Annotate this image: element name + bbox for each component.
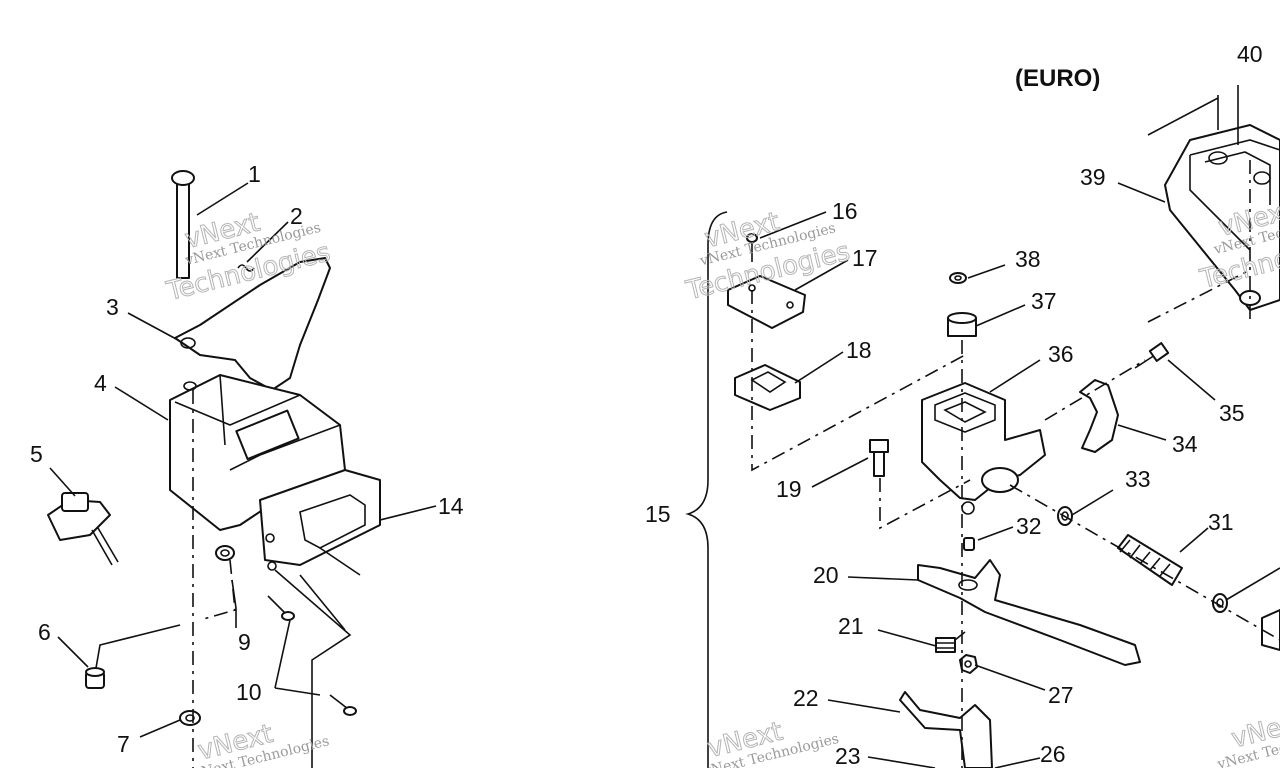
callout-19: 19	[776, 476, 802, 502]
callout-3: 3	[106, 294, 119, 320]
part-diaphragm	[734, 364, 801, 411]
callout-9: 9	[238, 629, 251, 655]
right-leader-lines	[759, 182, 1280, 768]
callout-23: 23	[835, 743, 861, 768]
callout-5: 5	[30, 441, 43, 467]
part-spacer	[963, 537, 975, 551]
right-callouts: (EURO) 40 39 16 17 38 37 18 36 35 34 33 …	[645, 41, 1263, 768]
watermark-right-bottom: vNext vNext Technologies	[701, 716, 841, 768]
callout-31: 31	[1208, 509, 1234, 535]
callout-21: 21	[838, 613, 864, 639]
callout-37: 37	[1031, 288, 1057, 314]
callout-27: 27	[1048, 682, 1074, 708]
callout-16: 16	[832, 198, 858, 224]
part-lever-spring	[935, 631, 966, 653]
callout-20: 20	[813, 562, 839, 588]
callout-10: 10	[236, 679, 262, 705]
callout-32: 32	[1016, 513, 1042, 539]
callout-18: 18	[846, 337, 872, 363]
part-adjuster	[47, 492, 119, 566]
left-callouts: 1 2 3 4 5 6 7 9 10 14	[30, 161, 464, 757]
callout-2: 2	[290, 203, 303, 229]
part-cover-plate	[259, 469, 381, 576]
callout-35: 35	[1219, 400, 1245, 426]
part-throttle-lever	[174, 257, 331, 391]
part-clamp-bolt	[1134, 342, 1170, 369]
watermark-far-right-bottom: vNext vNext Technologies	[1215, 706, 1280, 768]
callout-15: 15	[645, 501, 671, 527]
left-leader-lines	[49, 182, 437, 738]
callout-38: 38	[1015, 246, 1041, 272]
callout-17: 17	[852, 245, 878, 271]
part-cap-screw	[746, 233, 758, 262]
callout-6: 6	[38, 619, 51, 645]
callout-36: 36	[1048, 341, 1074, 367]
part-small-washer	[949, 272, 967, 284]
brake-assembly	[685, 85, 1280, 768]
callout-14: 14	[438, 493, 464, 519]
part-washer	[215, 545, 235, 561]
callout-40: 40	[1237, 41, 1263, 67]
group-bracket	[685, 211, 728, 768]
throttle-assembly	[47, 170, 381, 768]
part-end-washer	[1212, 593, 1228, 613]
part-screws	[267, 595, 357, 716]
part-pivot-pin	[171, 170, 195, 279]
part-lock-washer	[179, 710, 201, 726]
part-piston-spring	[1117, 534, 1183, 586]
callout-22: 22	[793, 685, 819, 711]
part-spring	[237, 264, 255, 272]
callout-33: 33	[1125, 466, 1151, 492]
part-brake-lever	[917, 559, 1141, 666]
part-pivot-bolt	[869, 439, 889, 477]
callout-26: 26	[1040, 741, 1066, 767]
variant-label: (EURO)	[1015, 65, 1100, 92]
callout-4: 4	[94, 370, 107, 396]
part-cap-nut	[85, 667, 105, 689]
part-boot	[947, 312, 977, 337]
part-switch-bracket	[899, 691, 993, 768]
callout-1: 1	[248, 161, 261, 187]
watermark-left-bottom: vNext vNext Technologies	[191, 718, 331, 768]
callout-7: 7	[117, 731, 130, 757]
part-clamp	[1079, 379, 1119, 453]
callout-34: 34	[1172, 431, 1198, 457]
callout-39: 39	[1080, 164, 1106, 190]
part-euro-reservoir	[1147, 85, 1280, 325]
part-master-cylinder	[921, 382, 1046, 515]
